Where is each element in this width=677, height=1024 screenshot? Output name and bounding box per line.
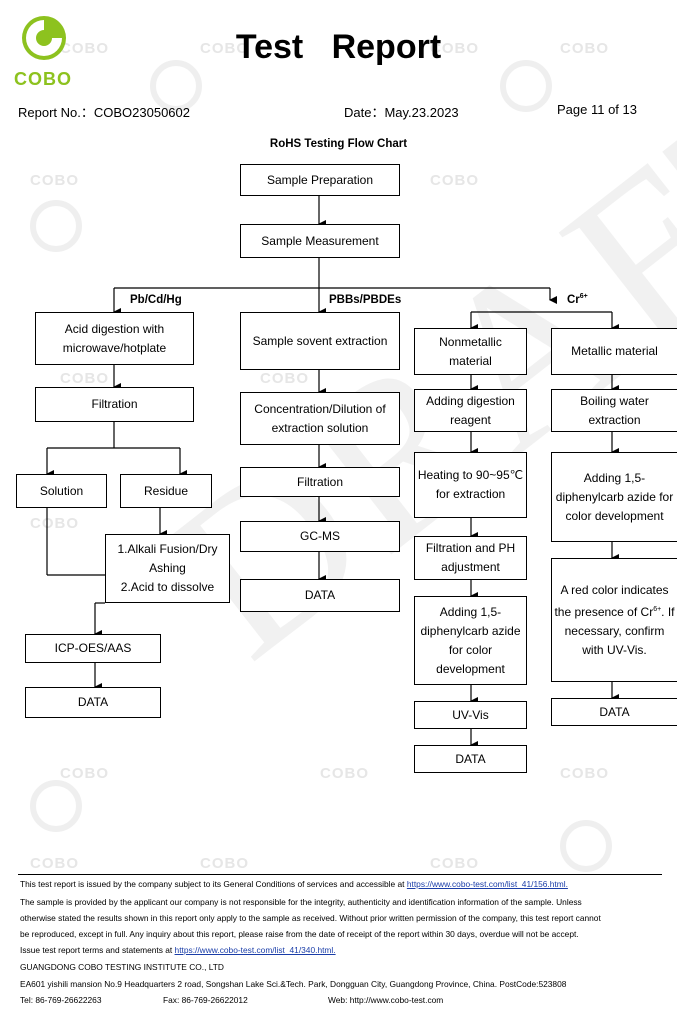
watermark-logo-icon xyxy=(560,820,612,872)
watermark-text: COBO xyxy=(60,40,109,57)
watermark-logo-icon xyxy=(500,60,552,112)
alkali-step-1: 1.Alkali Fusion/Dry Ashing xyxy=(117,542,218,575)
watermark-text: COBO xyxy=(320,765,369,782)
watermark-text: COBO xyxy=(200,855,249,872)
node-acid-digestion: Acid digestion with microwave/hotplate xyxy=(35,312,194,365)
alkali-step-2: 2.Acid to dissolve xyxy=(120,580,215,594)
watermark-text: COBO xyxy=(430,172,479,189)
footer-address: EA601 yishili mansion No.9 Headquarters … xyxy=(20,979,567,989)
node-residue: Residue xyxy=(120,474,212,508)
footer-line-5-text: Issue test report terms and statements a… xyxy=(20,945,175,955)
node-data-left: DATA xyxy=(25,687,161,718)
footer-line-5: Issue test report terms and statements a… xyxy=(20,945,336,955)
node-solvent-extraction: Sample sovent extraction xyxy=(240,312,400,370)
page-title: Test Report xyxy=(235,28,442,66)
page-number: Page 11 of 13 xyxy=(557,102,637,117)
branch-label-pb-cd-hg: Pb/Cd/Hg xyxy=(130,294,182,306)
watermark-text: COBO xyxy=(60,370,109,387)
node-filtration-mid: Filtration xyxy=(240,467,400,497)
node-alkali-fusion: 1.Alkali Fusion/Dry Ashing 2.Acid to dis… xyxy=(105,534,230,603)
node-icp-oes-aas: ICP-OES/AAS xyxy=(25,634,161,663)
branch-label-cr6: Cr6+ xyxy=(567,293,588,306)
footer-tel: Tel: 86-769-26622263 xyxy=(20,995,102,1005)
footer-line-4: be reproduced, except in full. Any inqui… xyxy=(20,929,579,939)
node-data-cr-1: DATA xyxy=(414,745,527,773)
node-adding-digestion-reagent: Adding digestion reagent xyxy=(414,389,527,432)
watermark-text: COBO xyxy=(430,855,479,872)
node-gc-ms: GC-MS xyxy=(240,521,400,552)
node-concentration-dilution: Concentration/Dilution of extraction sol… xyxy=(240,392,400,445)
node-data-cr-2: DATA xyxy=(551,698,677,726)
node-filtration-left: Filtration xyxy=(35,387,194,422)
watermark-text: COBO xyxy=(200,40,249,57)
watermark-text: COBO xyxy=(560,765,609,782)
red-color-text: A red color indicates the presence of Cr… xyxy=(554,582,675,657)
footer-web: Web: http://www.cobo-test.com xyxy=(328,995,444,1005)
node-adding-diphenylcarbazide-2: Adding 1,5-diphenylcarb azide for color … xyxy=(551,452,677,542)
general-conditions-link[interactable]: https://www.cobo-test.com/list_41/156.ht… xyxy=(406,879,568,889)
footer-line-3: otherwise stated the results shown in th… xyxy=(20,913,601,923)
watermark-logo-icon xyxy=(30,200,82,252)
cobo-logo-icon xyxy=(22,16,66,60)
branch-label-pbbs-pbdes: PBBs/PBDEs xyxy=(329,294,402,306)
footer-fax: Fax: 86-769-26622012 xyxy=(163,995,248,1005)
node-metallic-material: Metallic material xyxy=(551,328,677,375)
terms-statements-link[interactable]: https://www.cobo-test.com/list_41/340.ht… xyxy=(174,945,336,955)
watermark-logo-icon xyxy=(30,780,82,832)
footer-line-2: The sample is provided by the applicant … xyxy=(20,897,582,907)
node-adding-diphenylcarbazide-1: Adding 1,5-diphenylcarb azide for color … xyxy=(414,596,527,685)
node-nonmetallic-material: Nonmetallic material xyxy=(414,328,527,375)
watermark-text: COBO xyxy=(260,370,309,387)
watermark-text: COBO xyxy=(430,40,479,57)
report-number: Report No.：COBO23050602 xyxy=(18,105,190,120)
node-sample-preparation: Sample Preparation xyxy=(240,164,400,196)
footer-line-1-text: This test report is issued by the compan… xyxy=(20,879,407,889)
node-red-color-indication: A red color indicates the presence of Cr… xyxy=(551,558,677,682)
node-data-mid: DATA xyxy=(240,579,400,612)
watermark-text: COBO xyxy=(30,515,79,532)
logo-text: COBO xyxy=(14,69,72,89)
node-filtration-ph: Filtration and PH adjustment xyxy=(414,536,527,580)
node-uv-vis: UV-Vis xyxy=(414,701,527,729)
watermark-logo-icon xyxy=(150,60,202,112)
flow-chart-title: RoHS Testing Flow Chart xyxy=(269,138,408,150)
footer-company-name: GUANGDONG COBO TESTING INSTITUTE CO., LT… xyxy=(20,962,224,972)
footer-divider xyxy=(18,874,662,875)
node-sample-measurement: Sample Measurement xyxy=(240,224,400,258)
watermark-text: COBO xyxy=(30,172,79,189)
cobo-logo: COBO xyxy=(14,14,78,89)
node-boiling-water-extraction: Boiling water extraction xyxy=(551,389,677,432)
watermark-text: COBO xyxy=(30,855,79,872)
report-date: Date：May.23.2023 xyxy=(344,105,459,120)
node-solution: Solution xyxy=(16,474,107,508)
watermark-text: COBO xyxy=(560,40,609,57)
footer-line-1: This test report is issued by the compan… xyxy=(20,879,568,889)
node-heating: Heating to 90~95℃ for extraction xyxy=(414,452,527,518)
watermark-text: COBO xyxy=(60,765,109,782)
